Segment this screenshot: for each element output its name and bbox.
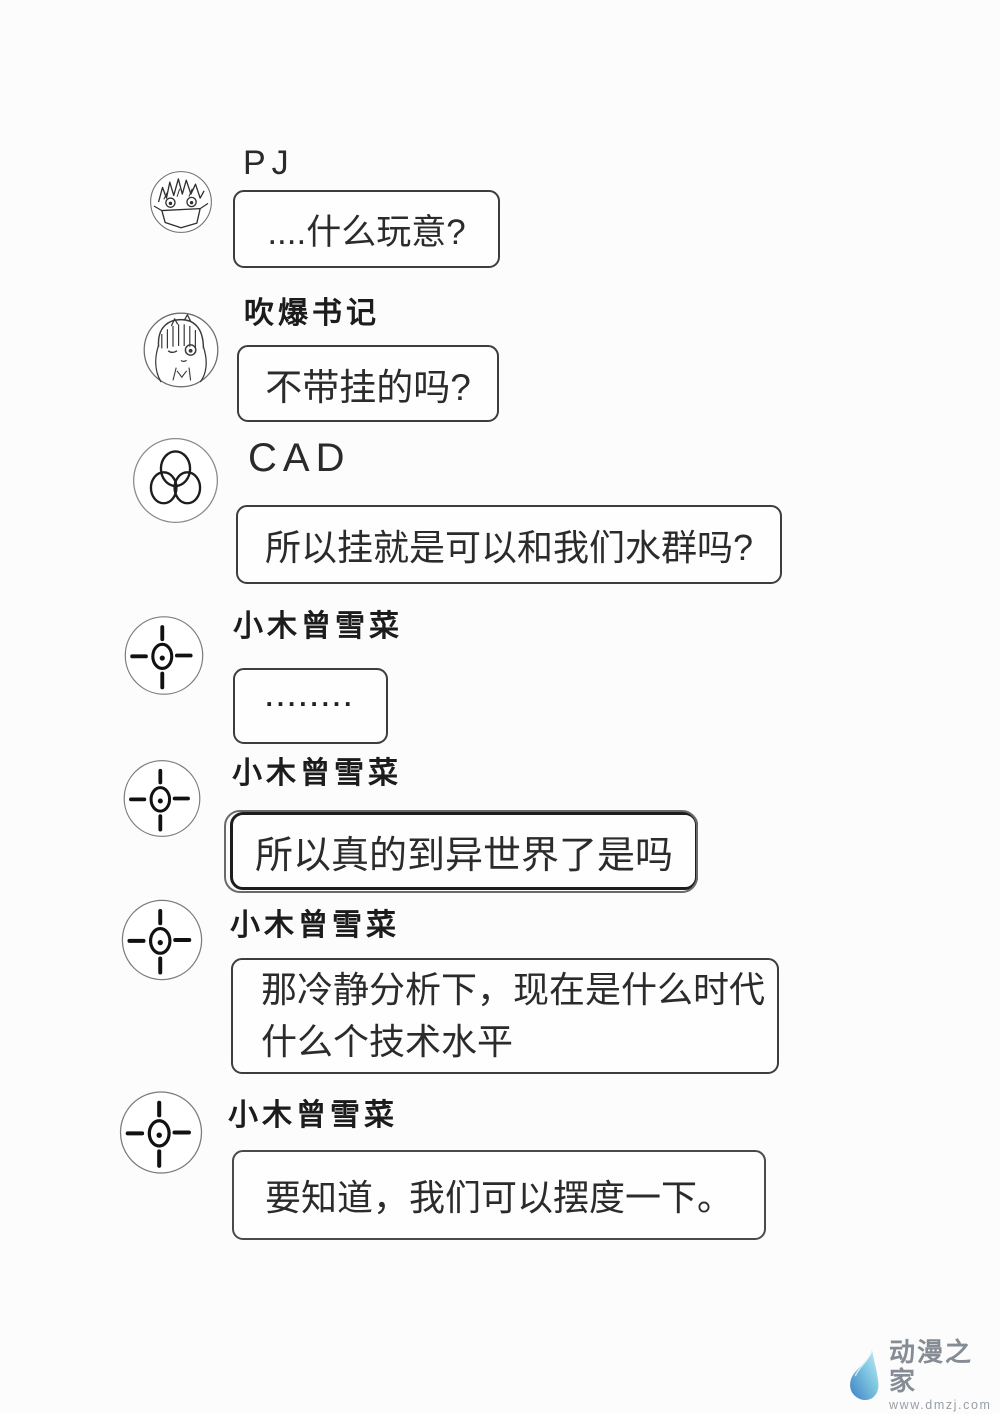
- message-bubble: 所以真的到异世界了是吗: [224, 810, 698, 893]
- message-bubble: 那冷静分析下，现在是什么时代 什么个技术水平: [231, 958, 779, 1074]
- username: PJ: [243, 144, 295, 182]
- username: 小木曾雪菜: [232, 757, 402, 790]
- username: 吹爆书记: [244, 297, 380, 330]
- message-bubble: ....什么玩意?: [233, 190, 500, 268]
- venn-circles-avatar-icon: [130, 432, 221, 529]
- message-text: 所以真的到异世界了是吗: [254, 834, 673, 877]
- username: CAD: [248, 436, 351, 480]
- message-text: 所以挂就是可以和我们水群吗?: [264, 526, 754, 568]
- username: 小木曾雪菜: [233, 610, 403, 643]
- username: 小木曾雪菜: [228, 1099, 398, 1132]
- site-watermark: 动漫之家 www.dmzj.com: [846, 1338, 996, 1412]
- boy-mask-avatar-icon: [148, 166, 214, 238]
- message-text: ........: [265, 681, 356, 712]
- message-bubble: 不带挂的吗?: [237, 345, 499, 422]
- message-text: ....什么玩意?: [267, 212, 466, 252]
- dmzj-water-drop-icon: [846, 1346, 883, 1404]
- message-bubble: ........: [233, 668, 388, 744]
- username: 小木曾雪菜: [230, 909, 400, 942]
- message-bubble: 要知道，我们可以摆度一下。: [232, 1150, 766, 1240]
- site-url: www.dmzj.com: [889, 1398, 992, 1413]
- message-text: 那冷静分析下，现在是什么时代 什么个技术水平: [261, 968, 766, 1062]
- message-bubble: 所以挂就是可以和我们水群吗?: [236, 505, 782, 584]
- site-name: 动漫之家: [889, 1336, 974, 1396]
- crosshair-avatar-icon: [116, 1084, 206, 1181]
- crosshair-avatar-icon: [121, 611, 207, 700]
- crosshair-avatar-icon: [118, 892, 206, 988]
- message-text: 不带挂的吗?: [265, 366, 471, 408]
- crosshair-avatar-icon: [120, 751, 204, 846]
- girl-avatar-icon: [141, 306, 221, 394]
- message-text: 要知道，我们可以摆度一下。: [264, 1177, 733, 1218]
